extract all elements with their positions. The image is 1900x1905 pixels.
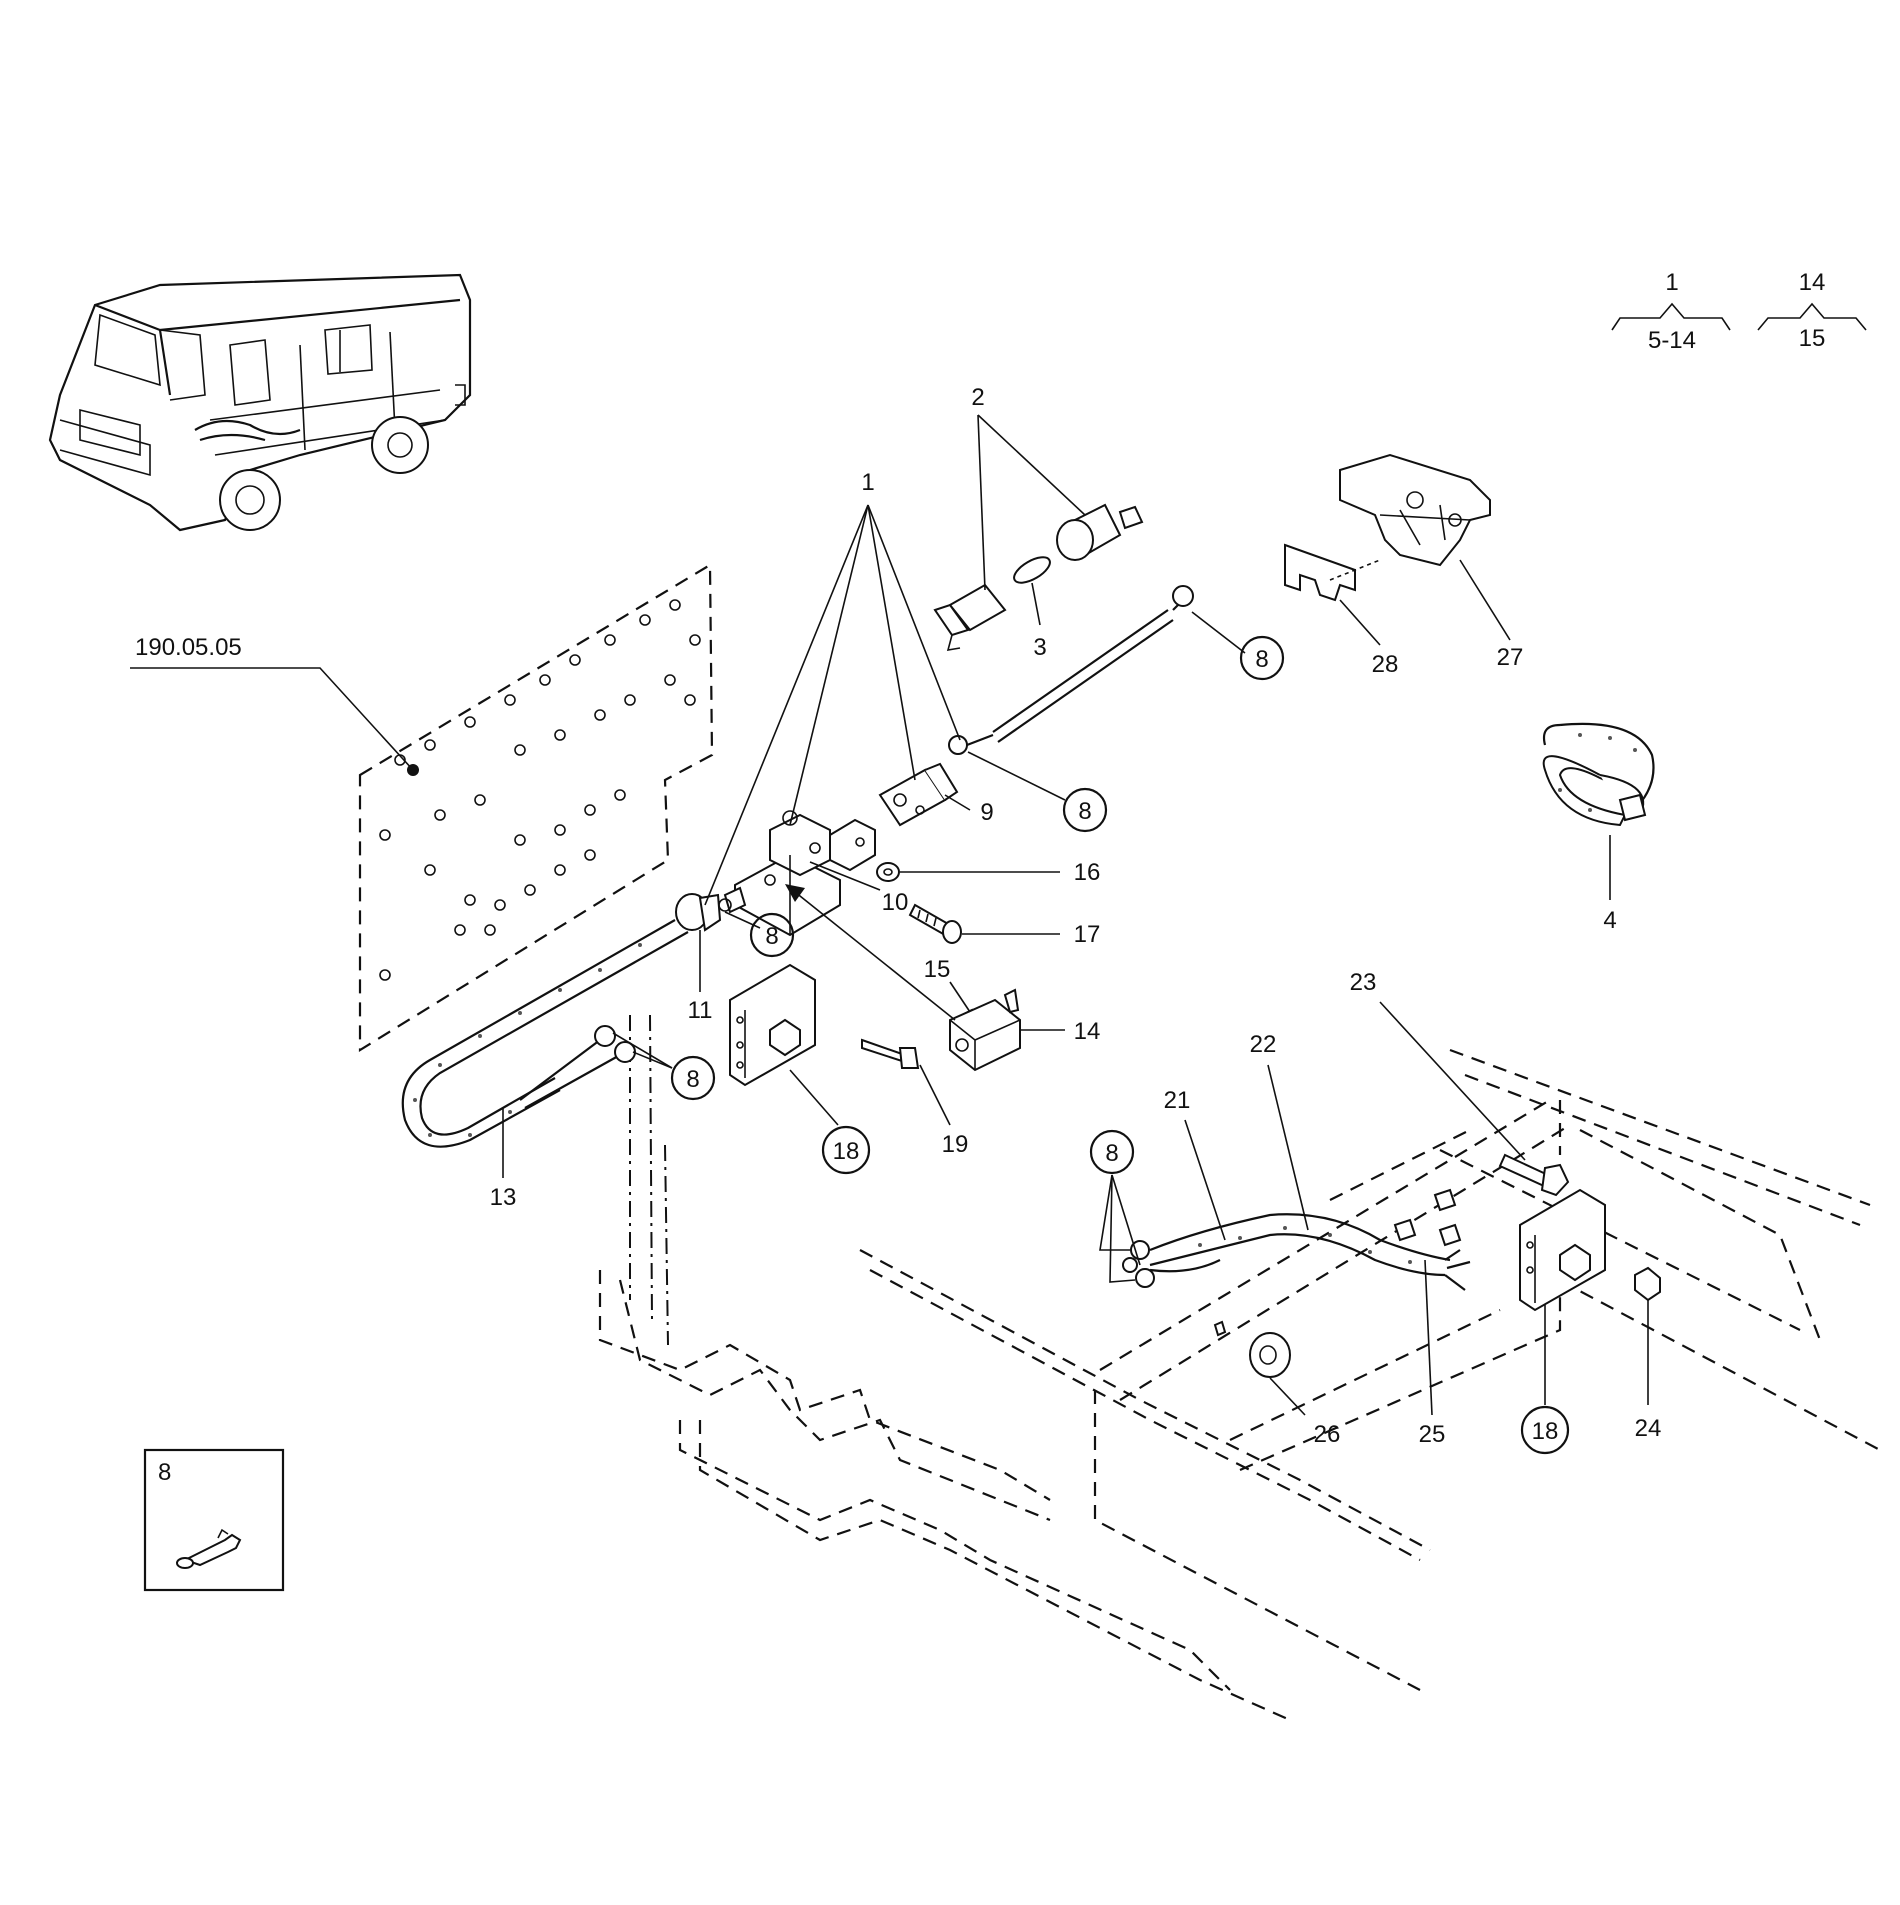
callout-17: 17 [1074,921,1101,948]
bolt [1498,1153,1570,1197]
callout-labels: 1 2 3 4 8 8 8 8 8 9 10 11 13 14 15 16 1 [490,384,1662,1455]
callout-28: 28 [1372,651,1399,678]
nut [1634,1266,1661,1302]
callout-1: 1 [861,469,874,496]
grommet [1249,1332,1291,1378]
callout-13: 13 [490,1184,517,1211]
svg-text:8: 8 [686,1066,699,1093]
svg-text:18: 18 [1532,1418,1559,1445]
callout-25: 25 [1419,1421,1446,1448]
callout-27: 27 [1497,644,1524,671]
small-fasteners [1213,1188,1462,1337]
ground-cable-lower-left [519,1025,636,1109]
detail-inset: 8 [143,1448,285,1592]
cable-lug-icon [176,1528,242,1569]
callout-8-cable: 8 [670,1055,716,1101]
switch-assembly [718,810,876,937]
wiring-harness [1122,1213,1471,1291]
legend-a-bottom: 5-14 [1648,327,1696,354]
callout-8-switch: 8 [749,912,795,958]
mounting-bracket-left [729,963,816,1087]
callout-10: 10 [882,889,909,916]
legend-b-bottom: 15 [1799,325,1826,352]
reference-callout: 190.05.05 [130,634,414,771]
svg-text:8: 8 [1105,1140,1118,1167]
callout-18-right: 18 [1520,1405,1570,1455]
callout-16: 16 [1074,859,1101,886]
ground-cable-upper [948,585,1194,755]
key-cylinder-parts [933,503,1144,651]
callout-15: 15 [924,956,951,983]
callout-23: 23 [1350,969,1377,996]
callout-11: 11 [688,997,713,1024]
callout-22: 22 [1250,1031,1277,1058]
washer [876,862,900,882]
relay [949,988,1021,1072]
callout-4: 4 [1603,907,1616,934]
legend-b-top: 14 [1799,269,1826,296]
screw [908,903,962,944]
legend-group-a: 1 5-14 [1611,269,1731,354]
legend-a-top: 1 [1665,269,1678,296]
svg-text:8: 8 [1255,646,1268,673]
callout-21: 21 [1164,1087,1191,1114]
ignition-key [861,1038,920,1069]
svg-text:8: 8 [1078,798,1091,825]
chassis-outline [598,1014,1881,1722]
callout-8-middle: 8 [1062,787,1108,833]
callout-2: 2 [971,384,984,411]
battery-cable-loop [401,893,722,1148]
leader-lines [502,414,1649,1416]
fuse-clip [1284,543,1381,602]
callout-8-upper: 8 [1239,635,1285,681]
callout-3: 3 [1033,634,1046,661]
callout-19: 19 [942,1131,969,1158]
lock-cylinder [878,762,959,827]
callout-8-harness: 8 [1089,1129,1135,1175]
retaining-ring [1013,556,1051,584]
callout-9: 9 [980,799,993,826]
callout-26: 26 [1314,1421,1341,1448]
callout-14: 14 [1074,1018,1101,1045]
reference-text: 190.05.05 [135,634,242,661]
clamp-speckle [1558,733,1637,812]
inset-label: 8 [158,1459,171,1486]
vehicle-thumbnail [48,273,472,532]
harness-speckle [1198,1226,1412,1264]
legend-group-b: 14 15 [1757,269,1867,352]
callout-18-left: 18 [821,1125,871,1175]
hose-clamp [1542,722,1655,827]
panel-holes [379,599,701,981]
fuse-bracket [1339,453,1491,567]
mounting-bracket-right [1519,1188,1606,1312]
svg-text:8: 8 [765,923,778,950]
svg-text:18: 18 [833,1138,860,1165]
callout-24: 24 [1635,1415,1662,1442]
firewall-panel [358,563,714,1052]
cable-speckle [413,943,642,1137]
